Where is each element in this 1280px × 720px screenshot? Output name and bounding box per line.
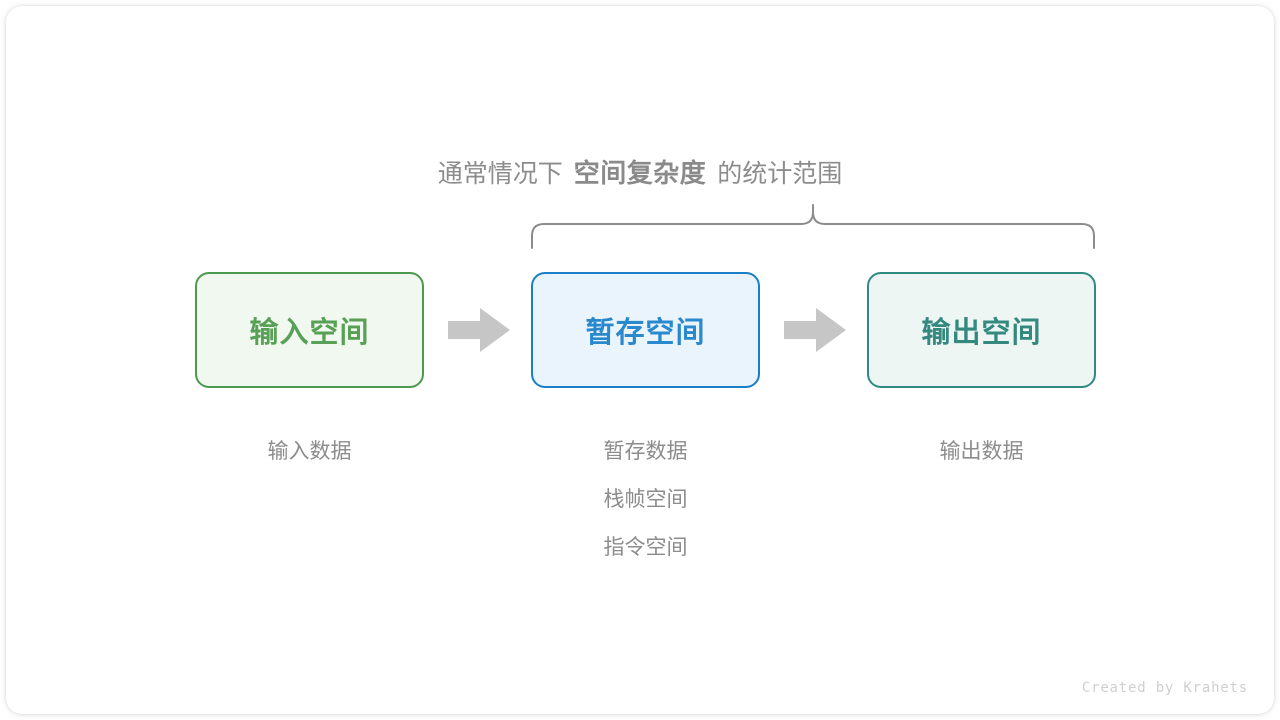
scope-brace (521, 202, 1111, 250)
diagram-canvas: 通常情况下空间复杂度的统计范围 输入空间 暂存空间 输出空间 输入数据 暂存数据… (6, 6, 1274, 714)
captions-input-space: 输入数据 (195, 428, 424, 476)
box-output-space-label: 输出空间 (921, 317, 1042, 349)
brace-caption-prefix: 通常情况下 (437, 160, 563, 188)
caption-text: 暂存数据 (603, 440, 688, 463)
footer-credit: Created by Krahets (1081, 680, 1248, 696)
curly-brace-icon (531, 204, 1095, 249)
right-arrow-icon (448, 308, 510, 352)
brace-caption-emphasis: 空间复杂度 (573, 158, 707, 188)
box-input-space[interactable]: 输入空间 (195, 272, 424, 388)
box-input-space-label: 输入空间 (249, 317, 370, 349)
box-temp-space[interactable]: 暂存空间 (531, 272, 760, 388)
box-temp-space-label: 暂存空间 (585, 317, 706, 349)
caption-text: 输入数据 (267, 440, 352, 463)
caption-text: 指令空间 (603, 536, 688, 559)
caption-text: 栈帧空间 (603, 488, 688, 511)
right-arrow-icon (784, 308, 846, 352)
brace-caption: 通常情况下空间复杂度的统计范围 (6, 154, 1274, 193)
captions-temp-space: 暂存数据 栈帧空间 指令空间 (531, 428, 760, 572)
captions-output-space: 输出数据 (867, 428, 1096, 476)
arrow-temp-to-output (784, 308, 846, 352)
brace-caption-suffix: 的统计范围 (717, 160, 843, 188)
arrow-input-to-temp (448, 308, 510, 352)
caption-text: 输出数据 (939, 440, 1024, 463)
box-output-space[interactable]: 输出空间 (867, 272, 1096, 388)
